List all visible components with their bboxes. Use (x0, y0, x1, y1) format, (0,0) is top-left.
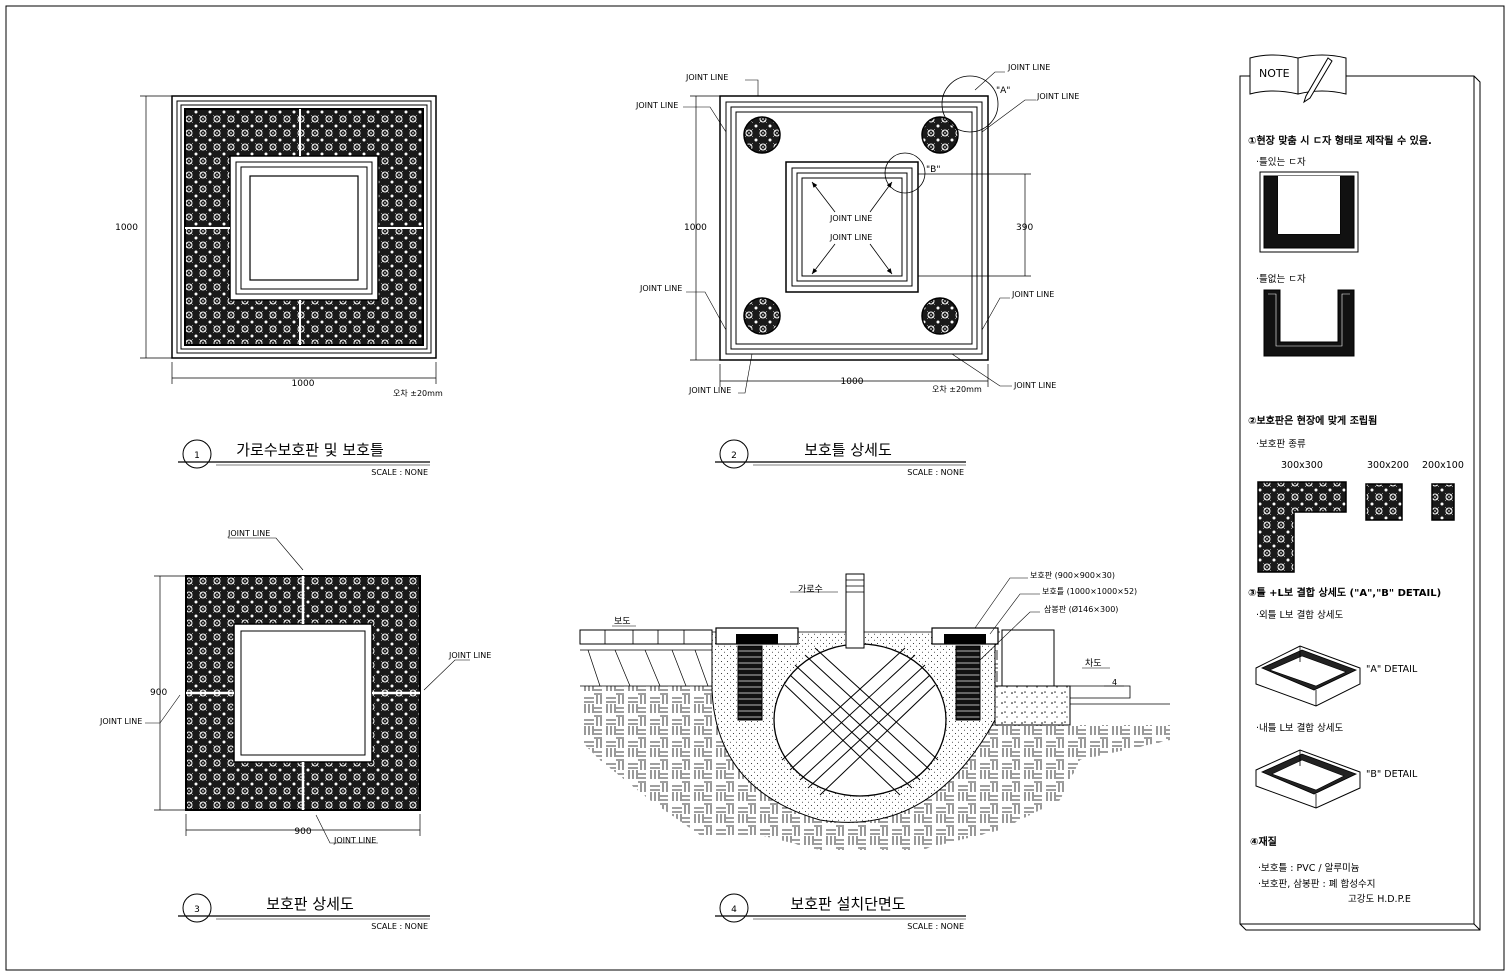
p3-number: 3 (194, 905, 200, 915)
note-size-3: 200x100 (1422, 460, 1464, 471)
p4-frame-label: 보호틀 (1000×1000×52) (1042, 587, 1137, 596)
p4-title: 보호판 설치단면도 (790, 895, 905, 913)
panel-3-plate-plan (145, 537, 470, 844)
p2-title: 보호틀 상세도 (804, 441, 892, 459)
p1-dim-horizontal: 1000 (292, 379, 315, 389)
note-book-icon (1249, 54, 1347, 104)
p2-joint-6: JOINT LINE (1011, 290, 1054, 299)
panel-2-title-block (715, 439, 966, 469)
p4-scale: SCALE : NONE (907, 922, 964, 931)
p2-callout-b: "B" (926, 165, 940, 175)
note-item-3b: ·내틀 L보 결합 상세도 (1256, 723, 1344, 734)
p1-number: 1 (194, 451, 200, 461)
p2-joint-inner-1: JOINT LINE (829, 214, 872, 223)
plate-type-300x300 (1257, 481, 1347, 573)
p2-joint-5: JOINT LINE (639, 284, 682, 293)
note-size-1: 300x300 (1281, 460, 1323, 471)
p3-title: 보호판 상세도 (266, 895, 354, 913)
panel-4-section (579, 573, 1170, 850)
p2-dim-horizontal: 1000 (841, 377, 864, 387)
p4-tree-label: 가로수 (798, 584, 823, 595)
note-detail-a: "A" DETAIL (1366, 664, 1418, 675)
panel-2-frame-plan (683, 71, 1036, 394)
p4-number: 4 (731, 905, 737, 915)
note-detail-b: "B" DETAIL (1366, 769, 1418, 780)
detail-b-diagram (1255, 749, 1361, 809)
note-item-1a: ·틀있는 ㄷ자 (1256, 156, 1306, 168)
panel-3-title-block (178, 893, 430, 923)
p2-scale: SCALE : NONE (907, 468, 964, 477)
note-item-3: ③틀 +L보 결합 상세도 ("A","B" DETAIL) (1248, 586, 1441, 599)
note-item-2: ②보호판은 현장에 맞게 조립됨 (1248, 414, 1377, 427)
p4-sidewalk-label: 보도 (614, 616, 631, 627)
note-material-1: ·보호틀 : PVC / 알루미늄 (1258, 863, 1360, 874)
p3-joint-bottom: JOINT LINE (333, 836, 376, 845)
p2-joint-8: JOINT LINE (1013, 381, 1056, 390)
p2-joint-2: JOINT LINE (635, 101, 678, 110)
plate-type-300x200 (1365, 483, 1403, 521)
p3-joint-right: JOINT LINE (448, 651, 491, 660)
note-item-2a: ·보호판 종류 (1256, 439, 1306, 450)
p2-tolerance: 오차 ±20mm (932, 385, 982, 394)
p2-joint-7: JOINT LINE (688, 386, 731, 395)
note-item-1: ①현장 맞춤 시 ㄷ자 형태로 제작될 수 있음. (1248, 134, 1432, 147)
p2-dim-vertical: 1000 (684, 223, 707, 233)
p1-scale: SCALE : NONE (371, 468, 428, 477)
detail-a-diagram (1255, 645, 1361, 707)
note-panel (1239, 54, 1481, 931)
p2-callout-a: "A" (996, 86, 1010, 96)
sheet-border (5, 5, 1505, 971)
p4-plate-label: 보호판 (900×900×30) (1030, 571, 1115, 580)
p3-joint-top: JOINT LINE (227, 529, 270, 538)
p1-title: 가로수보호판 및 보호틀 (236, 441, 384, 459)
p4-roadway-label: 차도 (1085, 657, 1102, 669)
p4-pile-label: 삼봉판 (Ø146×300) (1044, 604, 1118, 614)
p3-joint-left: JOINT LINE (99, 717, 142, 726)
note-item-1b: ·틀없는 ㄷ자 (1256, 273, 1306, 285)
p2-joint-inner-2: JOINT LINE (829, 233, 872, 242)
panel-4-title-block (715, 893, 966, 923)
p4-slope-label: 4 (1112, 678, 1117, 687)
u-shape-without-frame (1263, 289, 1355, 357)
u-shape-with-frame (1259, 171, 1359, 253)
p2-joint-1: JOINT LINE (685, 73, 728, 82)
panel-1-title-block (178, 439, 430, 469)
panel-1-plan (140, 95, 437, 384)
note-size-2: 300x200 (1367, 460, 1409, 471)
p2-number: 2 (731, 451, 737, 461)
note-title: NOTE (1259, 67, 1290, 80)
p2-dim-inner: 390 (1016, 223, 1033, 233)
p1-dim-vertical: 1000 (115, 223, 138, 233)
p3-dim-horizontal: 900 (294, 827, 311, 837)
p1-tolerance: 오차 ±20mm (393, 389, 443, 398)
p3-dim-vertical: 900 (150, 688, 167, 698)
note-material-2: ·보호판, 삼봉판 : 폐 합성수지 (1258, 878, 1375, 890)
note-item-4: ④재질 (1250, 835, 1277, 848)
note-material-3: 고강도 H.D.P.E (1348, 894, 1411, 905)
p2-joint-3: JOINT LINE (1007, 63, 1050, 72)
plate-type-200x100 (1431, 483, 1455, 521)
p3-scale: SCALE : NONE (371, 922, 428, 931)
p2-joint-4: JOINT LINE (1036, 92, 1079, 101)
note-item-3a: ·외틀 L보 결합 상세도 (1256, 609, 1344, 621)
